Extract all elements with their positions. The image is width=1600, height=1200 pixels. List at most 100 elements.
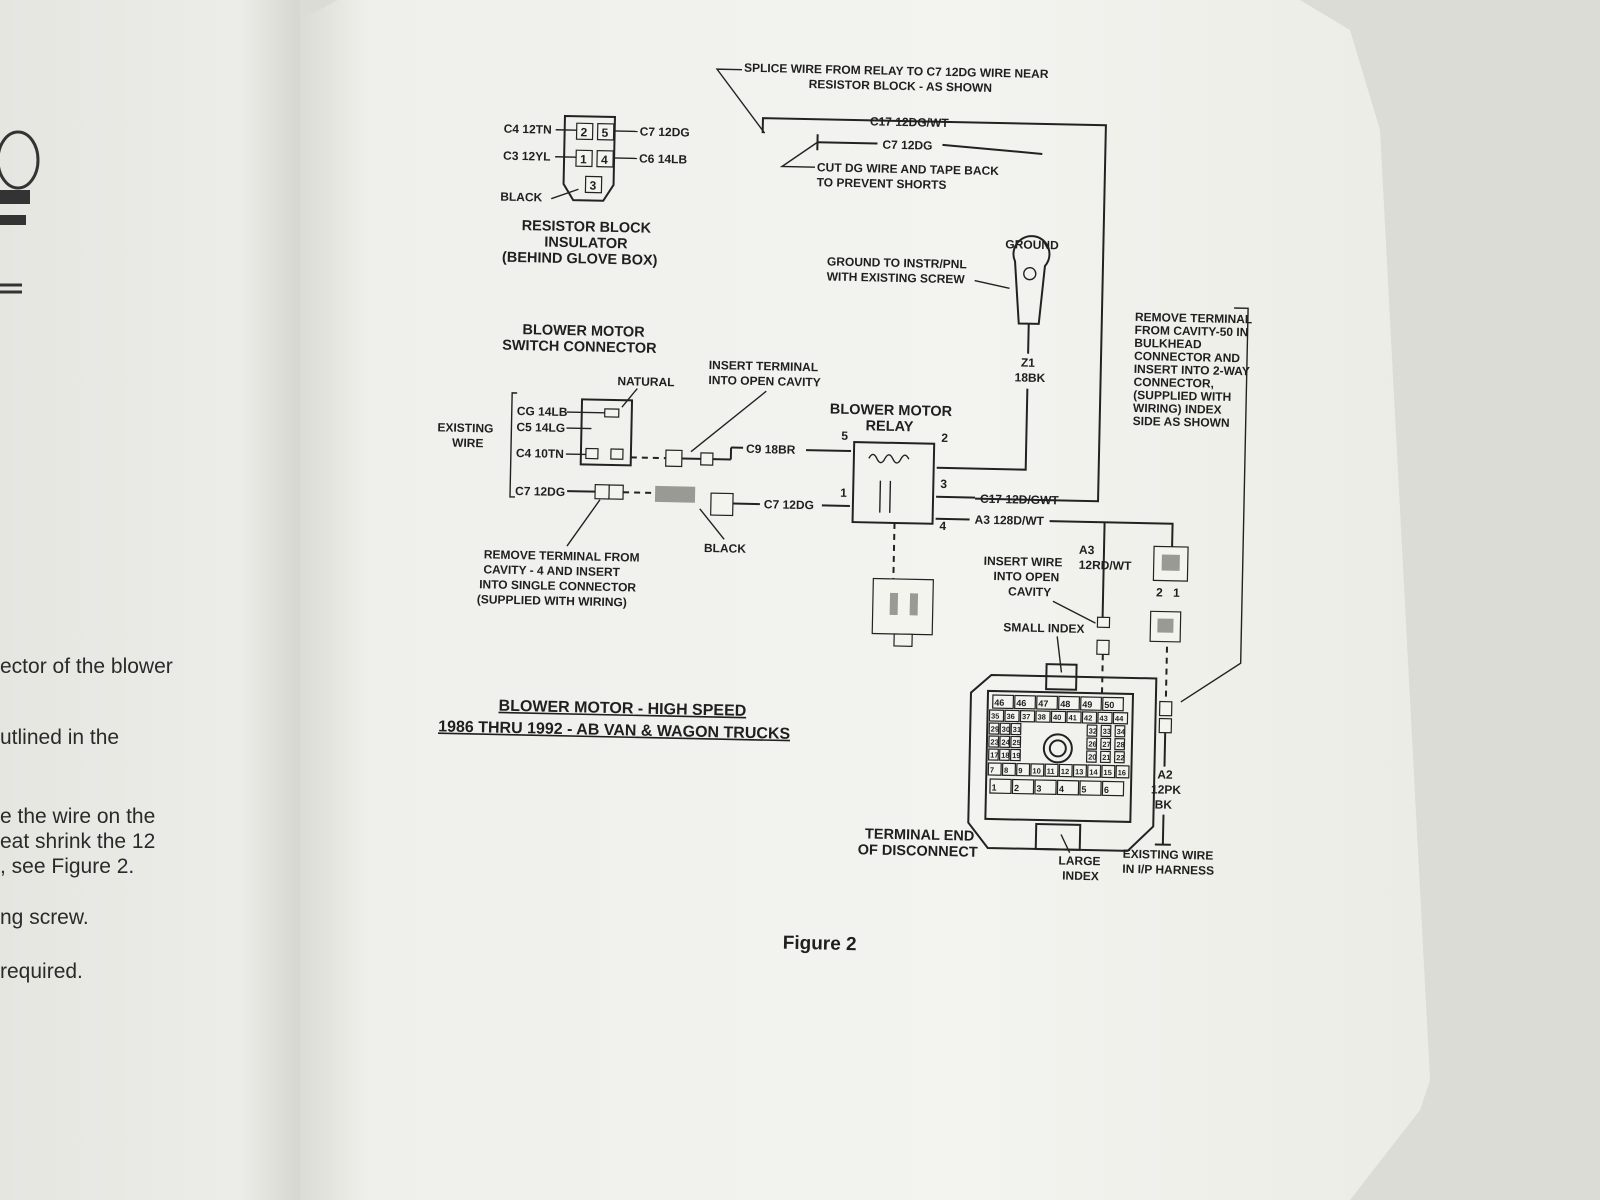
- wire-label: CG 14LB: [517, 404, 568, 419]
- left-text-line: utlined in the: [0, 726, 120, 749]
- bulkhead-note: REMOVE TERMINAL FROM CAVITY-50 IN BULKHE…: [1133, 307, 1253, 703]
- svg-text:1: 1: [580, 152, 587, 166]
- disconnect-cavity: [1030, 763, 1045, 777]
- svg-text:3: 3: [940, 477, 947, 491]
- cavity-number: 24: [1001, 738, 1010, 747]
- cut-note: CUT DG WIRE AND TAPE BACK: [817, 160, 1000, 178]
- disconnect-cavity: [1080, 696, 1103, 711]
- wire-label: C17 12DG/WT: [870, 114, 950, 130]
- disconnect-cavity: [998, 748, 1010, 762]
- cavity-number: 18: [1001, 751, 1010, 760]
- diagram-subtitle: 1986 THRU 1992 - AB VAN & WAGON TRUCKS: [438, 718, 791, 742]
- left-logo-fragment: [0, 130, 40, 294]
- cavity-number: 36: [1006, 712, 1015, 721]
- ground-lug: GROUND Z1 18BK GROUND TO INSTR/PNL WITH …: [827, 235, 1059, 471]
- disconnect-cavity: [1058, 695, 1081, 711]
- svg-text:EXISTING: EXISTING: [437, 420, 493, 435]
- cavity-number: 46: [994, 698, 1004, 708]
- cavity-number: 5: [1081, 784, 1086, 794]
- cavity-number: 15: [1103, 768, 1112, 777]
- svg-text:1: 1: [840, 486, 847, 500]
- splice-note: RESISTOR BLOCK - AS SHOWN: [809, 77, 993, 95]
- cavity-number: 16: [1118, 768, 1127, 777]
- cavity-number: 1: [991, 783, 996, 793]
- cavity-number: 41: [1068, 713, 1077, 722]
- cavity-number: 27: [1102, 740, 1111, 749]
- svg-text:A2: A2: [1157, 767, 1173, 781]
- disconnect-cavity: [987, 748, 999, 761]
- disconnect-cavity: [992, 694, 1015, 710]
- svg-text:BULKHEAD: BULKHEAD: [1134, 336, 1202, 351]
- svg-text:5: 5: [841, 429, 848, 443]
- wire-label: C5 14LG: [516, 420, 565, 435]
- svg-text:2: 2: [1156, 585, 1163, 599]
- cavity-number: 4: [1059, 784, 1064, 794]
- disconnect-cavity: [1035, 710, 1051, 723]
- svg-text:BLOWER MOTOR: BLOWER MOTOR: [830, 402, 953, 421]
- disconnect-cavity: [1101, 780, 1125, 797]
- svg-text:12PK: 12PK: [1151, 782, 1182, 797]
- cavity-number: 10: [1032, 766, 1041, 775]
- svg-text:18BK: 18BK: [1014, 370, 1045, 385]
- splice-note: SPLICE WIRE FROM RELAY TO C7 12DG WIRE N…: [744, 61, 1049, 81]
- disconnect-cavity: [1081, 711, 1098, 724]
- cavity-number: 7: [990, 765, 994, 774]
- wire-label: C4 12TN: [504, 122, 552, 137]
- resistor-block-title: INSULATOR: [544, 235, 628, 253]
- svg-text:4: 4: [601, 153, 608, 167]
- svg-text:WIRE: WIRE: [452, 436, 484, 451]
- svg-text:BK: BK: [1155, 797, 1173, 811]
- cavity-number: 14: [1089, 768, 1098, 777]
- disconnect-cavity: [987, 762, 1002, 776]
- cavity-number: 40: [1053, 713, 1062, 722]
- svg-text:(SUPPLIED WITH: (SUPPLIED WITH: [1133, 388, 1231, 404]
- svg-text:2: 2: [580, 125, 587, 139]
- diagram-title: BLOWER MOTOR - HIGH SPEED: [498, 698, 746, 720]
- svg-text:TERMINAL END: TERMINAL END: [865, 826, 975, 844]
- disconnect-cavity: [1009, 748, 1021, 762]
- disconnect-cavity: [1115, 765, 1130, 779]
- disconnect-cavity: [1087, 764, 1102, 778]
- disconnect-cavity: [1114, 737, 1126, 751]
- large-index-label: INDEX: [1062, 869, 1099, 884]
- disconnect-cavity: [1011, 778, 1035, 795]
- cavity-number: 19: [1012, 751, 1021, 760]
- switch-connector: BLOWER MOTOR SWITCH CONNECTOR NATURAL EX…: [437, 322, 852, 609]
- ground-note: GROUND TO INSTR/PNL: [827, 254, 967, 271]
- cavity-number: 42: [1084, 713, 1093, 722]
- wire-label: C6 14LB: [639, 152, 688, 167]
- cavity-number: 31: [1013, 725, 1022, 734]
- svg-text:CONNECTOR AND: CONNECTOR AND: [1134, 349, 1241, 365]
- cavity-number: 46: [1016, 698, 1026, 708]
- svg-text:OF DISCONNECT: OF DISCONNECT: [857, 842, 977, 861]
- cavity-number: 26: [1088, 740, 1097, 749]
- svg-text:INSERT INTO 2-WAY: INSERT INTO 2-WAY: [1134, 362, 1250, 378]
- wire-label: A3 128D/WT: [974, 513, 1044, 528]
- svg-text:SIDE AS SHOWN: SIDE AS SHOWN: [1133, 414, 1230, 430]
- disconnect-cavity: [988, 709, 1005, 722]
- cavity-number: 38: [1037, 712, 1046, 721]
- disconnect-cavity: [1112, 711, 1129, 725]
- cavity-number: 34: [1117, 727, 1126, 736]
- cavity-number: 20: [1088, 753, 1097, 762]
- cavity-number: 2: [1014, 783, 1019, 793]
- left-text-line: ector of the blower: [0, 655, 173, 678]
- svg-text:EXISTING WIRE: EXISTING WIRE: [1123, 847, 1214, 863]
- left-text-line: required.: [0, 960, 83, 983]
- left-page: ector of the blower utlined in the e the…: [0, 0, 300, 1200]
- disconnect-cavity: [1044, 763, 1059, 778]
- svg-text:4: 4: [939, 519, 946, 533]
- cavity-number: 35: [991, 712, 1000, 721]
- insert-wire-note: INSERT WIRE: [984, 554, 1063, 570]
- resistor-block: 2 5 1 4 3 C4 12TN C3 12YL BLACK C7 12DG …: [500, 114, 690, 269]
- svg-text:CAVITY - 4 AND INSERT: CAVITY - 4 AND INSERT: [483, 562, 620, 579]
- two-way-connector: 2 1 A2 12PK BK EXISTING WIRE IN I/P HARN…: [1122, 545, 1214, 878]
- disconnect-cavity: [1101, 764, 1116, 779]
- svg-text:NATURAL: NATURAL: [617, 374, 674, 389]
- wire-label: C7 12DG: [515, 484, 565, 499]
- svg-text:REMOVE TERMINAL: REMOVE TERMINAL: [1135, 310, 1253, 326]
- svg-text:RELAY: RELAY: [865, 418, 913, 435]
- svg-text:Z1: Z1: [1021, 356, 1036, 370]
